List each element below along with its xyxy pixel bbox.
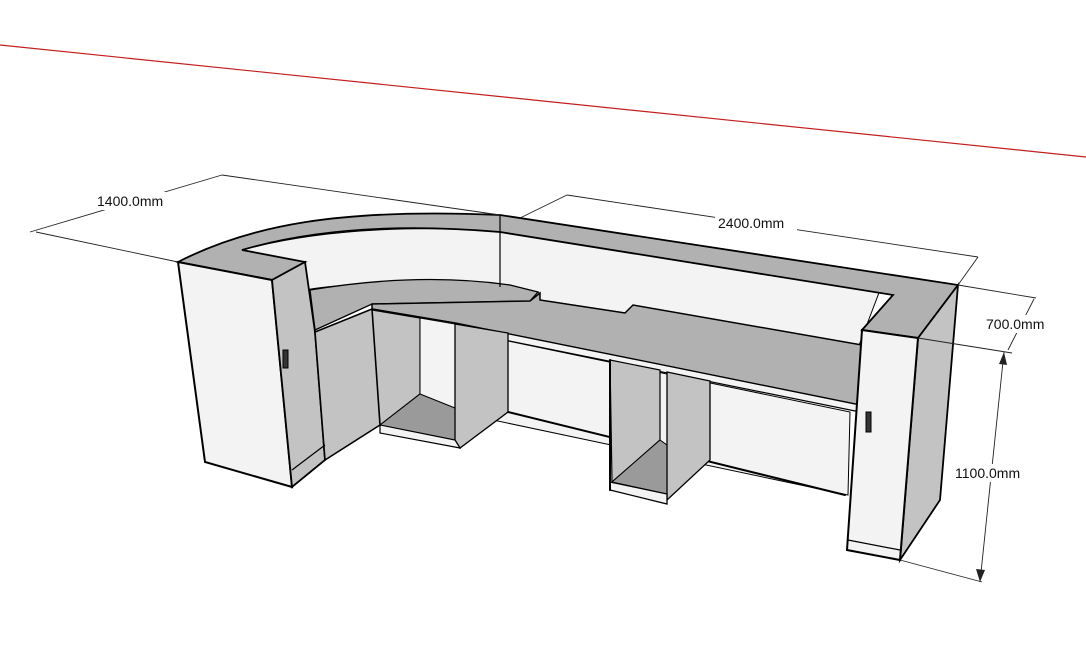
dim-1100-ext — [899, 559, 983, 583]
dim-2400-ext-b — [957, 256, 979, 286]
dim-700-label: 700.0mm — [986, 316, 1044, 332]
dim-1400-ext-b — [221, 174, 501, 216]
left-cabinet-plinth — [291, 444, 326, 471]
reception-desk-model[interactable] — [175, 212, 960, 564]
dimension-700[interactable]: 700.0mm — [917, 284, 1056, 354]
dim-1100-arrow-bottom — [976, 569, 985, 582]
dimension-1400[interactable]: 1400.0mm — [29, 174, 501, 263]
dim-1400-label: 1400.0mm — [97, 193, 163, 209]
right-door-handle-icon[interactable] — [865, 411, 872, 433]
dimension-1100[interactable]: 1100.0mm — [899, 351, 1032, 583]
dim-2400-ext-a — [519, 194, 568, 219]
red-axis-line — [0, 44, 1086, 158]
right-cabinet-plinth — [847, 539, 901, 551]
left-cabinet-inner — [314, 307, 381, 462]
return-shelf-surface — [309, 278, 540, 331]
dim-700-ext-a — [957, 284, 1037, 299]
dimension-2400[interactable]: 2400.0mm — [519, 194, 979, 286]
dim-1100-label: 1100.0mm — [955, 465, 1020, 481]
dim-1100-arrow-top — [999, 352, 1007, 365]
dim-2400-label: 2400.0mm — [718, 215, 784, 231]
left-pedestal-right — [454, 323, 509, 449]
left-pedestal-base — [379, 424, 462, 449]
left-door-handle-icon[interactable] — [282, 349, 289, 369]
dim-1400-ext-a — [35, 231, 179, 263]
middle-pedestal-side — [666, 371, 711, 502]
dim-700-ext-b — [917, 337, 1013, 354]
